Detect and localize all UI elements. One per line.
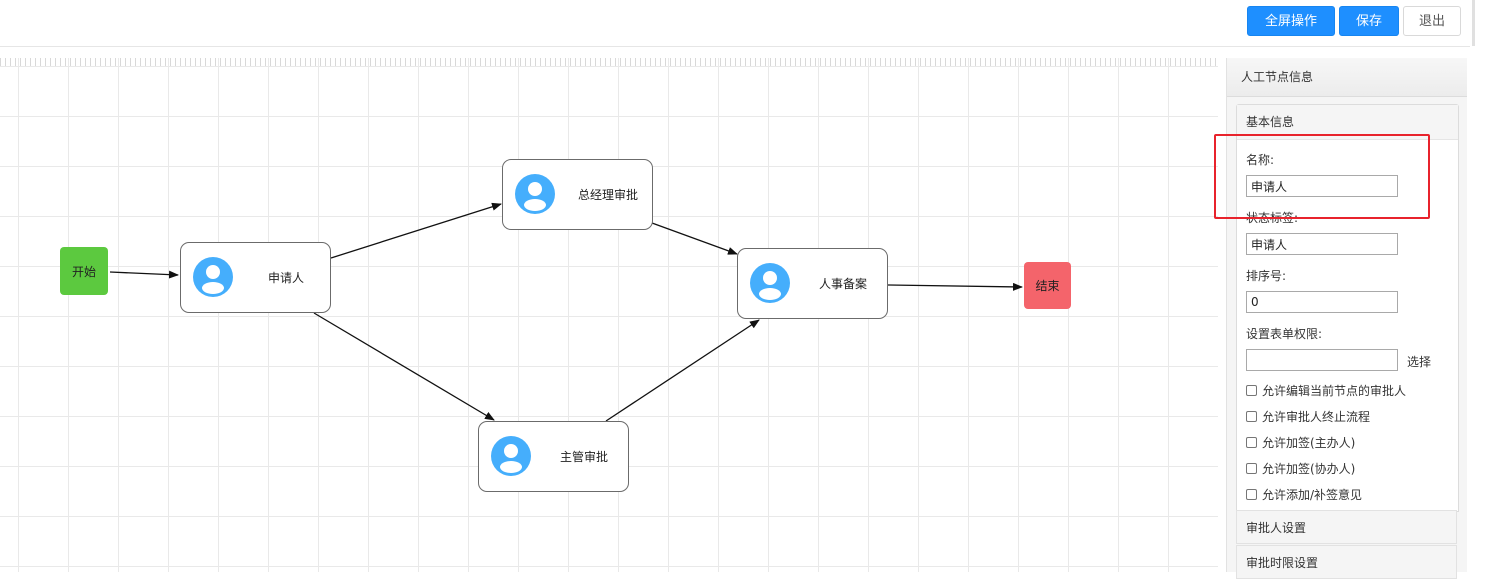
checkbox-icon[interactable] (1246, 385, 1257, 396)
flow-canvas[interactable] (0, 58, 1218, 572)
form-permission-label: 设置表单权限: (1246, 327, 1323, 341)
checkbox-label: 允许审批人终止流程 (1262, 410, 1371, 424)
gm-approval-node-label: 总经理审批 (578, 188, 639, 202)
basic-info-section: 基本信息 名称: 状态标签: 排序号: 设置表单权限: 选择 允许编辑当前节点的… (1236, 104, 1459, 512)
gm-approval-node[interactable]: 总经理审批 (502, 159, 653, 230)
order-field[interactable] (1246, 291, 1398, 313)
select-link[interactable]: 选择 (1407, 355, 1432, 369)
checkbox-label: 允许编辑当前节点的审批人 (1262, 384, 1407, 398)
status-field[interactable] (1246, 233, 1398, 255)
checkbox-edit-approver[interactable]: 允许编辑当前节点的审批人 (1246, 382, 1406, 399)
hr-record-node-label: 人事备案 (819, 277, 868, 291)
user-avatar-icon (515, 174, 555, 214)
user-avatar-icon (491, 436, 531, 476)
exit-button[interactable]: 退出 (1403, 6, 1461, 36)
toolbar: 全屏操作 保存 退出 (0, 0, 1470, 47)
checkbox-add-sign-assistant[interactable]: 允许加签(协办人) (1246, 460, 1355, 477)
checkbox-icon[interactable] (1246, 411, 1257, 422)
checkbox-label: 允许加签(主办人) (1262, 436, 1356, 450)
user-avatar-icon (750, 263, 790, 303)
name-field[interactable] (1246, 175, 1398, 197)
start-node-label: 开始 (71, 264, 96, 279)
name-label: 名称: (1246, 153, 1275, 167)
window-edge-divider (1472, 0, 1475, 46)
panel-title: 人工节点信息 (1227, 58, 1467, 97)
supervisor-approval-node[interactable]: 主管审批 (478, 421, 629, 492)
save-button[interactable]: 保存 (1339, 6, 1399, 36)
end-node[interactable]: 结束 (1024, 262, 1071, 309)
user-avatar-icon (193, 257, 233, 297)
checkbox-icon[interactable] (1246, 463, 1257, 474)
node-properties-panel: 人工节点信息 基本信息 名称: 状态标签: 排序号: 设置表单权限: 选择 允许… (1226, 58, 1467, 579)
form-permission-field[interactable] (1246, 349, 1398, 371)
approver-settings-section[interactable]: 审批人设置 (1236, 510, 1457, 544)
checkbox-label: 允许添加/补签意见 (1262, 488, 1363, 502)
canvas-ruler (0, 58, 1218, 66)
applicant-node[interactable]: 申请人 (180, 242, 331, 313)
checkbox-label: 允许加签(协办人) (1262, 462, 1356, 476)
checkbox-icon[interactable] (1246, 489, 1257, 500)
checkbox-approver-terminate[interactable]: 允许审批人终止流程 (1246, 408, 1370, 425)
time-limit-settings-section[interactable]: 审批时限设置 (1236, 545, 1457, 579)
hr-record-node[interactable]: 人事备案 (737, 248, 888, 319)
checkbox-add-sign-host[interactable]: 允许加签(主办人) (1246, 434, 1355, 451)
window-edge (1470, 0, 1486, 572)
order-label: 排序号: (1246, 269, 1287, 283)
supervisor-approval-node-label: 主管审批 (560, 450, 609, 464)
checkbox-add-opinion[interactable]: 允许添加/补签意见 (1246, 486, 1362, 503)
end-node-label: 结束 (1035, 279, 1060, 293)
start-node[interactable]: 开始 (60, 247, 108, 295)
fullscreen-button[interactable]: 全屏操作 (1247, 6, 1335, 36)
checkbox-icon[interactable] (1246, 437, 1257, 448)
applicant-node-label: 申请人 (268, 271, 305, 285)
highlight-annotation-box (1214, 134, 1430, 219)
